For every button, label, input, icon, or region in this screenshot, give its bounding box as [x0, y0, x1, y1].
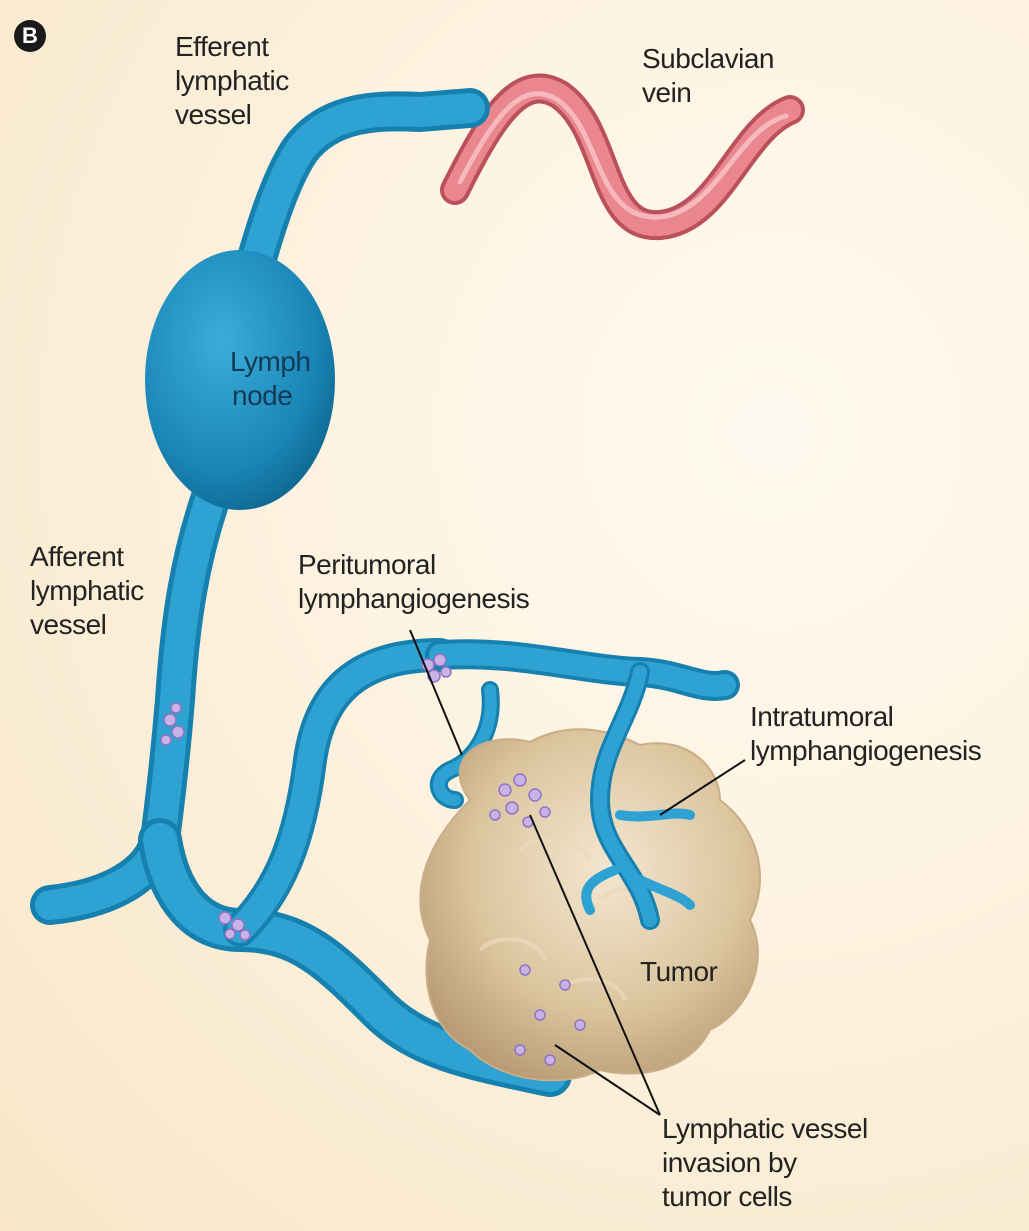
subclavian-label: Subclavian vein [642, 42, 774, 110]
tumor-label: Tumor [640, 955, 717, 989]
intratumoral-label: Intratumoral lymphangiogenesis [750, 700, 981, 768]
panel-letter-badge: B [14, 20, 46, 52]
afferent-label: Afferent lymphatic vessel [30, 540, 144, 642]
efferent-label: Efferent lymphatic vessel [175, 30, 289, 132]
peritumoral-label: Peritumoral lymphangiogenesis [298, 548, 529, 616]
invasion-label: Lymphatic vessel invasion by tumor cells [662, 1112, 868, 1214]
lymph-node-label: Lymph node [230, 345, 311, 413]
